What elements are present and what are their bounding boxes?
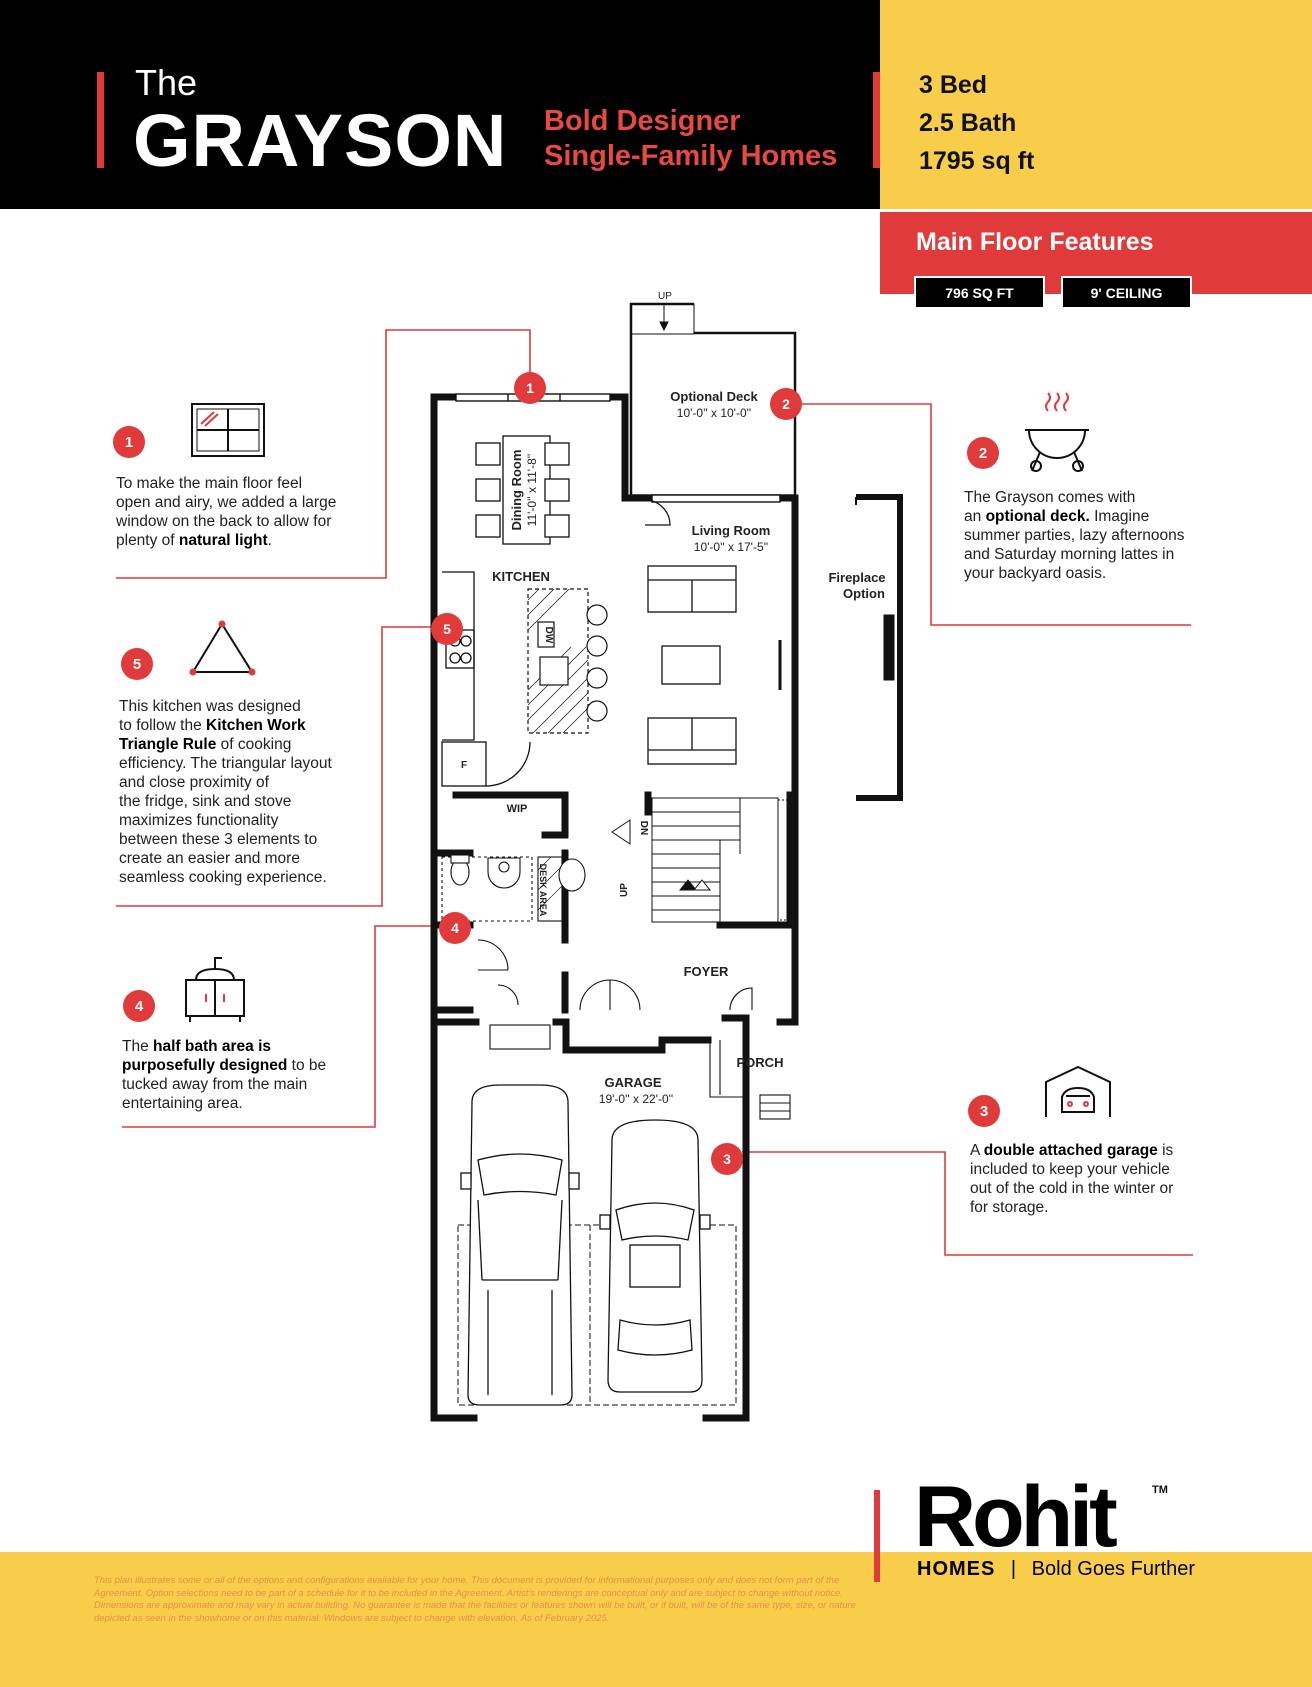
- callout-5-badge: 5: [121, 648, 153, 680]
- ceiling-badge: 9' CEILING: [1061, 276, 1192, 309]
- bbq-icon: [1025, 392, 1089, 472]
- area-stat: 1795 sq ft: [919, 147, 1035, 175]
- fridge-label: F: [461, 760, 467, 771]
- plan-marker-4: [439, 912, 471, 944]
- window-icon: [191, 403, 265, 457]
- deck-label: Optional Deck: [670, 389, 758, 404]
- living-furniture: [644, 499, 782, 765]
- dining-dim: 11'-0'' x 11'-8'': [525, 454, 539, 527]
- car-drawing: [599, 1119, 711, 1393]
- plan-marker-1-text: 1: [526, 380, 534, 396]
- plan-marker-5-text: 5: [443, 621, 451, 637]
- page-title: GRAYSON: [133, 99, 508, 182]
- trademark-mark: TM: [1152, 1484, 1168, 1496]
- garage-label: GARAGE: [604, 1075, 661, 1090]
- tagline-line-1: Bold Designer: [544, 105, 741, 137]
- callout-connectors: [116, 329, 1193, 1256]
- callout-1-badge: 1: [113, 426, 145, 458]
- kitchen-label: KITCHEN: [492, 569, 550, 584]
- entry-doors: [477, 939, 791, 1120]
- callout-4-badge: 4: [123, 990, 155, 1022]
- garage-car-icon: [1045, 1065, 1111, 1117]
- connector-5: [116, 626, 446, 907]
- stairs-down-label: DN: [638, 821, 649, 835]
- plan-markers: 1 2 3 4 5: [431, 372, 802, 1175]
- foyer-label: FOYER: [684, 964, 729, 979]
- connector-4: [122, 925, 454, 1128]
- home-stats: 3 Bed 2.5 Bath 1795 sq ft: [919, 66, 1034, 180]
- half-bath: [441, 854, 586, 922]
- callout-3-badge: 3: [968, 1095, 1000, 1127]
- connector-1: [116, 329, 531, 579]
- dishwasher-label: DW: [543, 627, 554, 644]
- triangle-icon: [189, 620, 256, 676]
- beds-stat: 3 Bed: [919, 71, 988, 99]
- header-black-panel: [0, 0, 880, 209]
- pantry-label: WIP: [507, 803, 528, 815]
- brand-homes: HOMES: [917, 1558, 996, 1580]
- stats-accent-bar: [873, 72, 880, 168]
- tagline-line-2: Single-Family Homes: [544, 140, 838, 172]
- stairs: [611, 797, 789, 923]
- logo-subtitle: HOMES | Bold Goes Further: [917, 1558, 1195, 1581]
- connector-3: [742, 1151, 1193, 1256]
- dining-set: [475, 435, 570, 545]
- rohit-logo: Rohit: [914, 1469, 1118, 1565]
- plan-marker-5: [431, 613, 463, 645]
- living-dim: 10'-0'' x 17'-5'': [694, 540, 768, 554]
- stairs-up-label: UP: [619, 883, 630, 897]
- vanity-sink-icon: [185, 957, 245, 1022]
- header-yellow-panel: [880, 0, 1312, 209]
- title-accent-bar: [97, 72, 104, 168]
- garage-floor: [457, 1224, 737, 1406]
- kitchen-counters: [441, 571, 531, 787]
- deck-up-label: UP: [658, 291, 672, 302]
- plan-marker-2-text: 2: [782, 396, 790, 412]
- dining-label: Dining Room: [509, 450, 524, 531]
- footer-band: [0, 1552, 1312, 1687]
- brand-separator: |: [1010, 1558, 1017, 1580]
- kitchen-island: [527, 588, 608, 734]
- plan-marker-3-text: 3: [723, 1151, 731, 1167]
- porch-label: PORCH: [737, 1055, 784, 1070]
- garage-dim: 19'-0'' x 22'-0'': [599, 1092, 673, 1106]
- plan-marker-1: [514, 372, 546, 404]
- fireplace-label-1: Fireplace: [828, 570, 885, 585]
- house-walls: [430, 393, 799, 1422]
- brand-slogan: Bold Goes Further: [1031, 1558, 1196, 1580]
- callout-2-badge: 2: [967, 437, 999, 469]
- main-floor-features-title: Main Floor Features: [916, 228, 1154, 256]
- plan-marker-4-text: 4: [451, 920, 459, 936]
- plan-marker-3: [711, 1143, 743, 1175]
- fireplace-option: [855, 494, 903, 801]
- plan-marker-2: [770, 388, 802, 420]
- tagline: Bold Designer Single-Family Homes: [544, 104, 837, 174]
- legal-disclaimer: This plan illustrates some or all of the…: [94, 1575, 856, 1624]
- fireplace-label-2: Option: [843, 586, 885, 601]
- baths-stat: 2.5 Bath: [919, 109, 1017, 137]
- deck-dim: 10'-0'' x 10'-0'': [677, 406, 751, 420]
- sqft-badge: 796 SQ FT: [914, 276, 1045, 309]
- connector-2: [786, 403, 1191, 626]
- title-prefix: The: [135, 62, 198, 103]
- desk-area-label: DESK AREA: [538, 864, 548, 917]
- truck-drawing: [460, 1084, 580, 1406]
- living-label: Living Room: [692, 523, 771, 538]
- logo-accent-bar: [874, 1490, 880, 1582]
